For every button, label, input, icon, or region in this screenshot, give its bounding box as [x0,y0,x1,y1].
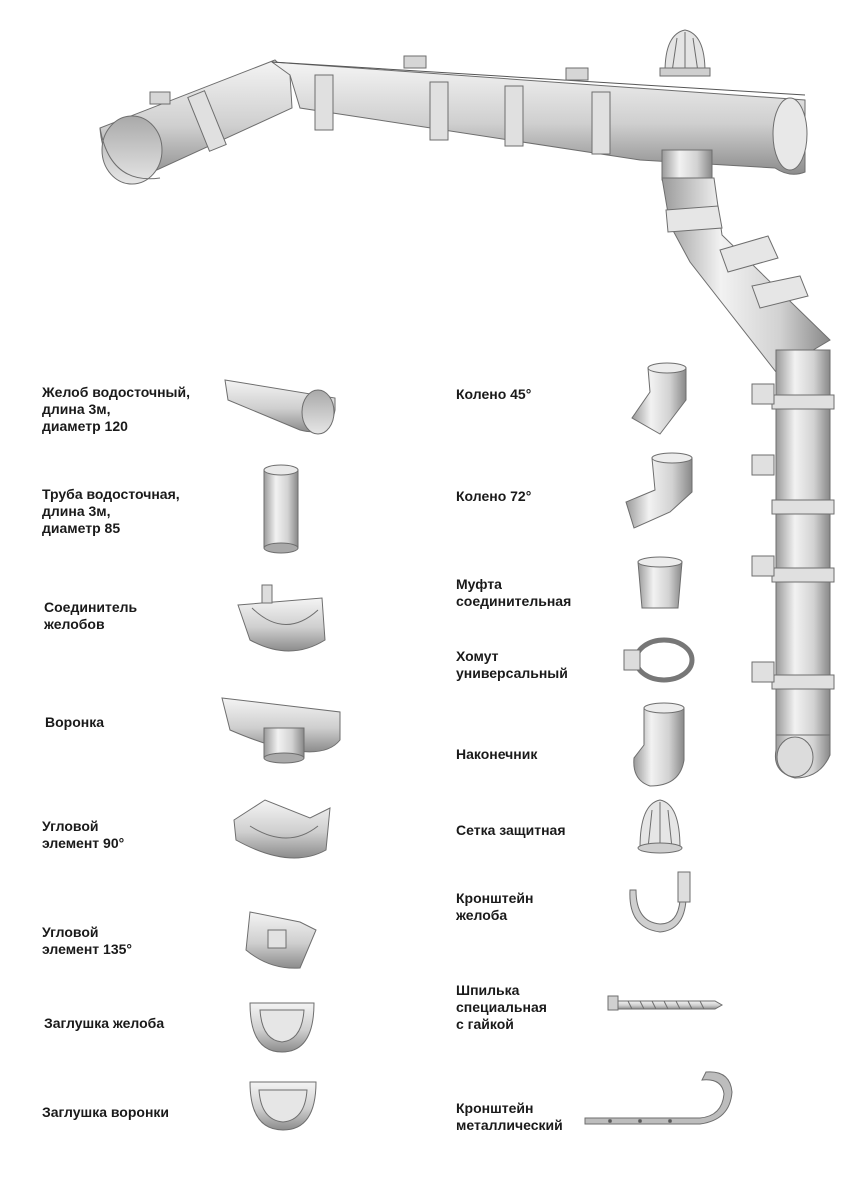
label-leaf-guard: Сетка защитная [456,822,566,838]
leaf-guard-icon [637,799,683,854]
assembled-clamps [751,383,835,690]
right-parts-icons [584,362,733,1125]
gutter-bracket-icon [629,871,691,933]
assembled-brackets [149,55,589,105]
gutter-end-cap-icon [249,1002,315,1053]
gutter-connector-icon [237,584,326,652]
label-gutter-connector: Соединитель желобов [44,599,138,632]
pipe-coupling-icon [637,556,683,609]
pipe-clamp-icon [623,637,695,683]
label-downpipe: Труба водосточная, длина 3м, диаметр 85 [42,486,180,536]
corner-90-icon [233,799,331,859]
corner-135-icon [245,911,317,969]
label-clamp: Хомут универсальный [456,648,568,681]
elbow-45-icon [631,362,687,435]
label-funnel: Воронка [45,714,105,730]
label-threaded-stud: Шпилька специальная с гайкой [456,982,547,1032]
label-gutter-bracket: Кронштейн желоба [456,890,534,923]
elbow-72-icon [625,452,693,529]
label-corner-135: Угловой элемент 135° [42,924,132,957]
threaded-stud-icon [607,995,724,1011]
metal-bracket-icon [584,1071,733,1125]
assembled-downpipe-upper [661,177,831,373]
label-funnel-cap: Заглушка воронки [42,1104,170,1120]
label-outlet: Наконечник [456,746,538,762]
assembled-gutter-main [270,61,806,175]
funnel-icon [221,697,341,764]
left-parts-icons [221,379,341,1131]
gutter-icon [224,379,336,435]
funnel-end-cap-icon [249,1081,317,1131]
label-metal-bracket: Кронштейн металлический [456,1100,563,1133]
label-coupling: Муфта соединительная [456,576,572,609]
label-elbow-45: Колено 45° [456,386,532,402]
assembled-leaf-guard [659,29,711,77]
label-corner-90: Угловой элемент 90° [42,818,125,851]
label-elbow-72: Колено 72° [456,488,532,504]
pipe-outlet-icon [633,702,685,787]
downpipe-icon [263,464,299,554]
label-gutter-cap: Заглушка желоба [44,1015,165,1031]
assembled-gutter-system [99,29,835,779]
label-gutter: Желоб водосточный, длина 3м, диаметр 120 [42,384,190,434]
assembled-gutter-joints [187,74,611,155]
